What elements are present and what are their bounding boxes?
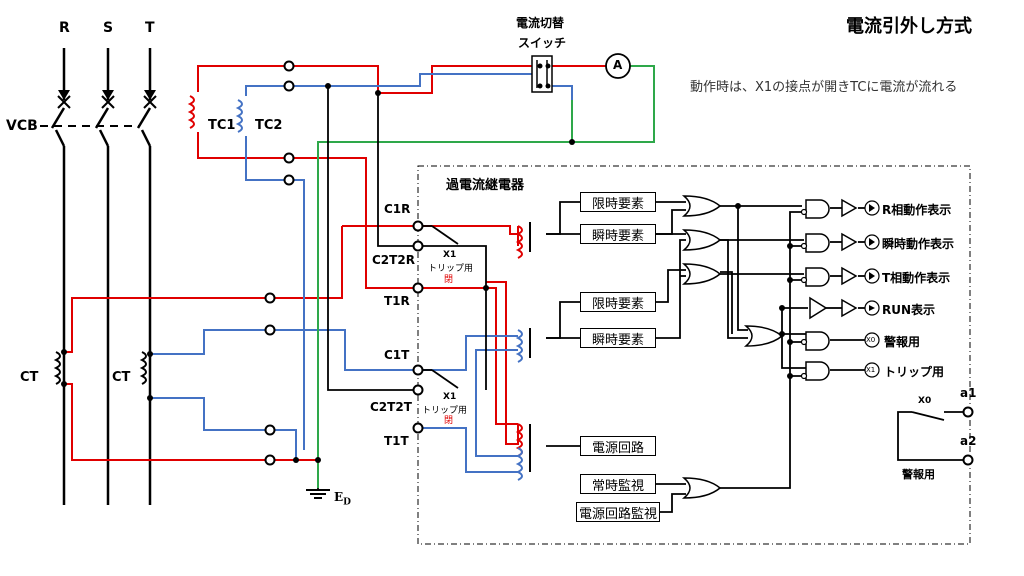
terminal-c2t2t: C2T2T [370, 400, 412, 414]
x1-contact-purpose-2: トリップ用 [422, 406, 468, 416]
terminal-a2: a2 [960, 434, 977, 448]
phase-s-label: S [103, 20, 114, 36]
switch-label-line1: 電流切替 [516, 16, 565, 30]
tc2-label: TC2 [255, 118, 283, 133]
output-r-phase: R相動作表示 [882, 203, 952, 217]
power-circuit: 電源回路 [580, 436, 656, 456]
terminal-t1t: T1T [384, 434, 409, 448]
terminal-t1r: T1R [384, 294, 410, 308]
ammeter-icon [605, 53, 631, 79]
phase-arrows [58, 90, 156, 100]
instant-element-r: 瞬時要素 [580, 224, 656, 244]
ground-label: ED [334, 490, 351, 508]
output-alarm: 警報用 [884, 335, 921, 349]
breaker-x-marks [57, 95, 157, 109]
output-t-phase: T相動作表示 [882, 271, 951, 285]
limit-element-t: 限時要素 [580, 292, 656, 312]
relay-enclosure [417, 165, 971, 545]
phase-t-label: T [145, 20, 155, 36]
red-circuit [64, 65, 610, 461]
note-text: 動作時は、X1の接点が開きTCに電流が流れる [690, 80, 958, 95]
indicator-lamps [864, 200, 880, 378]
tc1-label: TC1 [208, 118, 236, 133]
red-relay-coils [189, 95, 523, 457]
terminal-a1: a1 [960, 386, 977, 400]
or-gates [681, 195, 784, 499]
main-bus-lines [50, 48, 152, 505]
inverter-bubbles [800, 208, 808, 380]
x1-contact-name-1: X1 [443, 250, 457, 260]
lamp-marks [869, 204, 875, 311]
terminals [264, 60, 974, 466]
ct-label-t: CT [112, 370, 131, 385]
blue-circuit [150, 73, 573, 473]
limit-element-r: 限時要素 [580, 192, 656, 212]
terminal-c2t2r: C2T2R [372, 253, 415, 267]
x1-contact-name-2: X1 [443, 392, 457, 402]
alarm-contact-label: 警報用 [902, 468, 935, 481]
switch-label-line2: スイッチ [518, 36, 567, 50]
instant-element-t: 瞬時要素 [580, 328, 656, 348]
green-circuit [317, 65, 655, 488]
phase-r-label: R [59, 20, 70, 36]
ct-label-r: CT [20, 370, 39, 385]
and-gates [805, 199, 830, 381]
x1-contact-state-2: 閉 [444, 416, 454, 426]
x0-icon-label: X0 [866, 336, 876, 344]
page-title: 電流引外し方式 [846, 16, 972, 37]
relay-title: 過電流継電器 [446, 178, 525, 193]
x1-icon-label: X1 [866, 366, 876, 374]
vcb-label: VCB [6, 118, 38, 134]
power-circuit-monitor: 電源回路監視 [576, 502, 660, 522]
output-instant: 瞬時動作表示 [882, 237, 955, 251]
terminal-c1t: C1T [384, 348, 410, 362]
alarm-contact-name: X0 [918, 396, 932, 406]
ammeter-label: A [613, 58, 623, 72]
ct-coils [55, 351, 147, 385]
output-run: RUN表示 [882, 303, 936, 317]
junction-dots [61, 63, 793, 463]
terminal-c1r: C1R [384, 202, 411, 216]
constant-monitor: 常時監視 [580, 474, 656, 494]
x1-contact-purpose-1: トリップ用 [428, 264, 474, 274]
output-trip: トリップ用 [884, 365, 945, 379]
buffers [809, 198, 858, 320]
x1-contact-state-1: 閉 [444, 275, 454, 285]
